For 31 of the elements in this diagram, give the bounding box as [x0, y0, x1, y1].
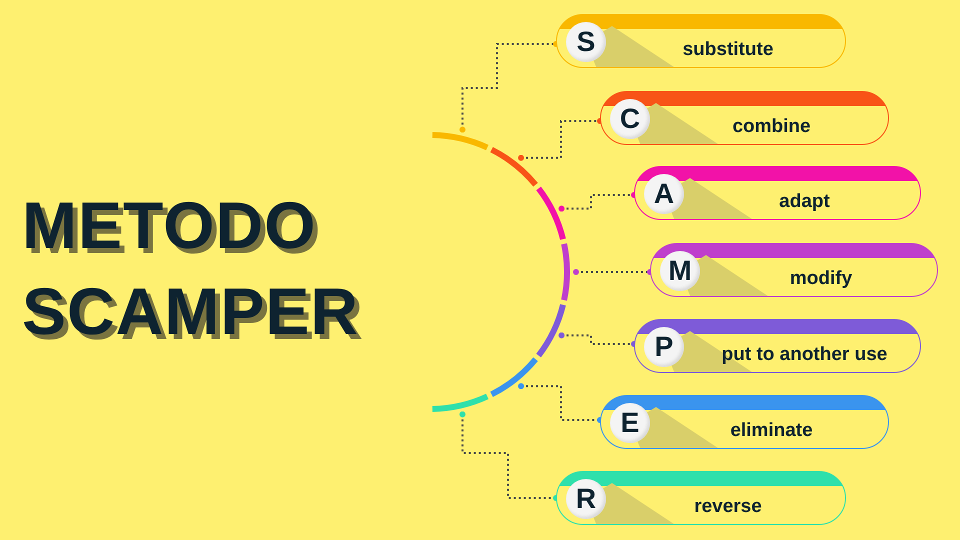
step-label: substitute: [682, 39, 774, 61]
dotted-connector: [518, 118, 603, 161]
step-label: adapt: [778, 191, 831, 213]
step-label: put to another use: [720, 344, 888, 366]
step-pill: [634, 319, 921, 373]
letter-circle: A: [644, 174, 684, 214]
letter-circle: S: [566, 22, 606, 62]
letter-circle: E: [610, 403, 650, 443]
arc-segment: [432, 132, 489, 150]
arc-segment: [432, 394, 489, 412]
step-pill: [634, 166, 921, 220]
arc-segment: [490, 357, 538, 398]
title: METODO SCAMPER: [22, 187, 360, 350]
arc-segment: [490, 146, 538, 187]
arc-segment: [536, 304, 566, 358]
step-label: reverse: [693, 496, 763, 518]
step-pill: [600, 91, 889, 145]
step-pill: [556, 471, 846, 525]
letter-circle: C: [610, 99, 650, 139]
letter-circle: P: [644, 327, 684, 367]
step-label: modify: [788, 268, 854, 290]
letter-circle: M: [660, 251, 700, 291]
dotted-connector: [460, 41, 559, 133]
step-pill: [556, 14, 846, 68]
arc-segment: [561, 243, 570, 301]
arc-segment: [536, 186, 566, 240]
step-pill: [650, 243, 938, 297]
step-pill: [600, 395, 889, 449]
step-label: eliminate: [729, 420, 814, 442]
step-label: combine: [731, 116, 812, 138]
letter-circle: R: [566, 479, 606, 519]
